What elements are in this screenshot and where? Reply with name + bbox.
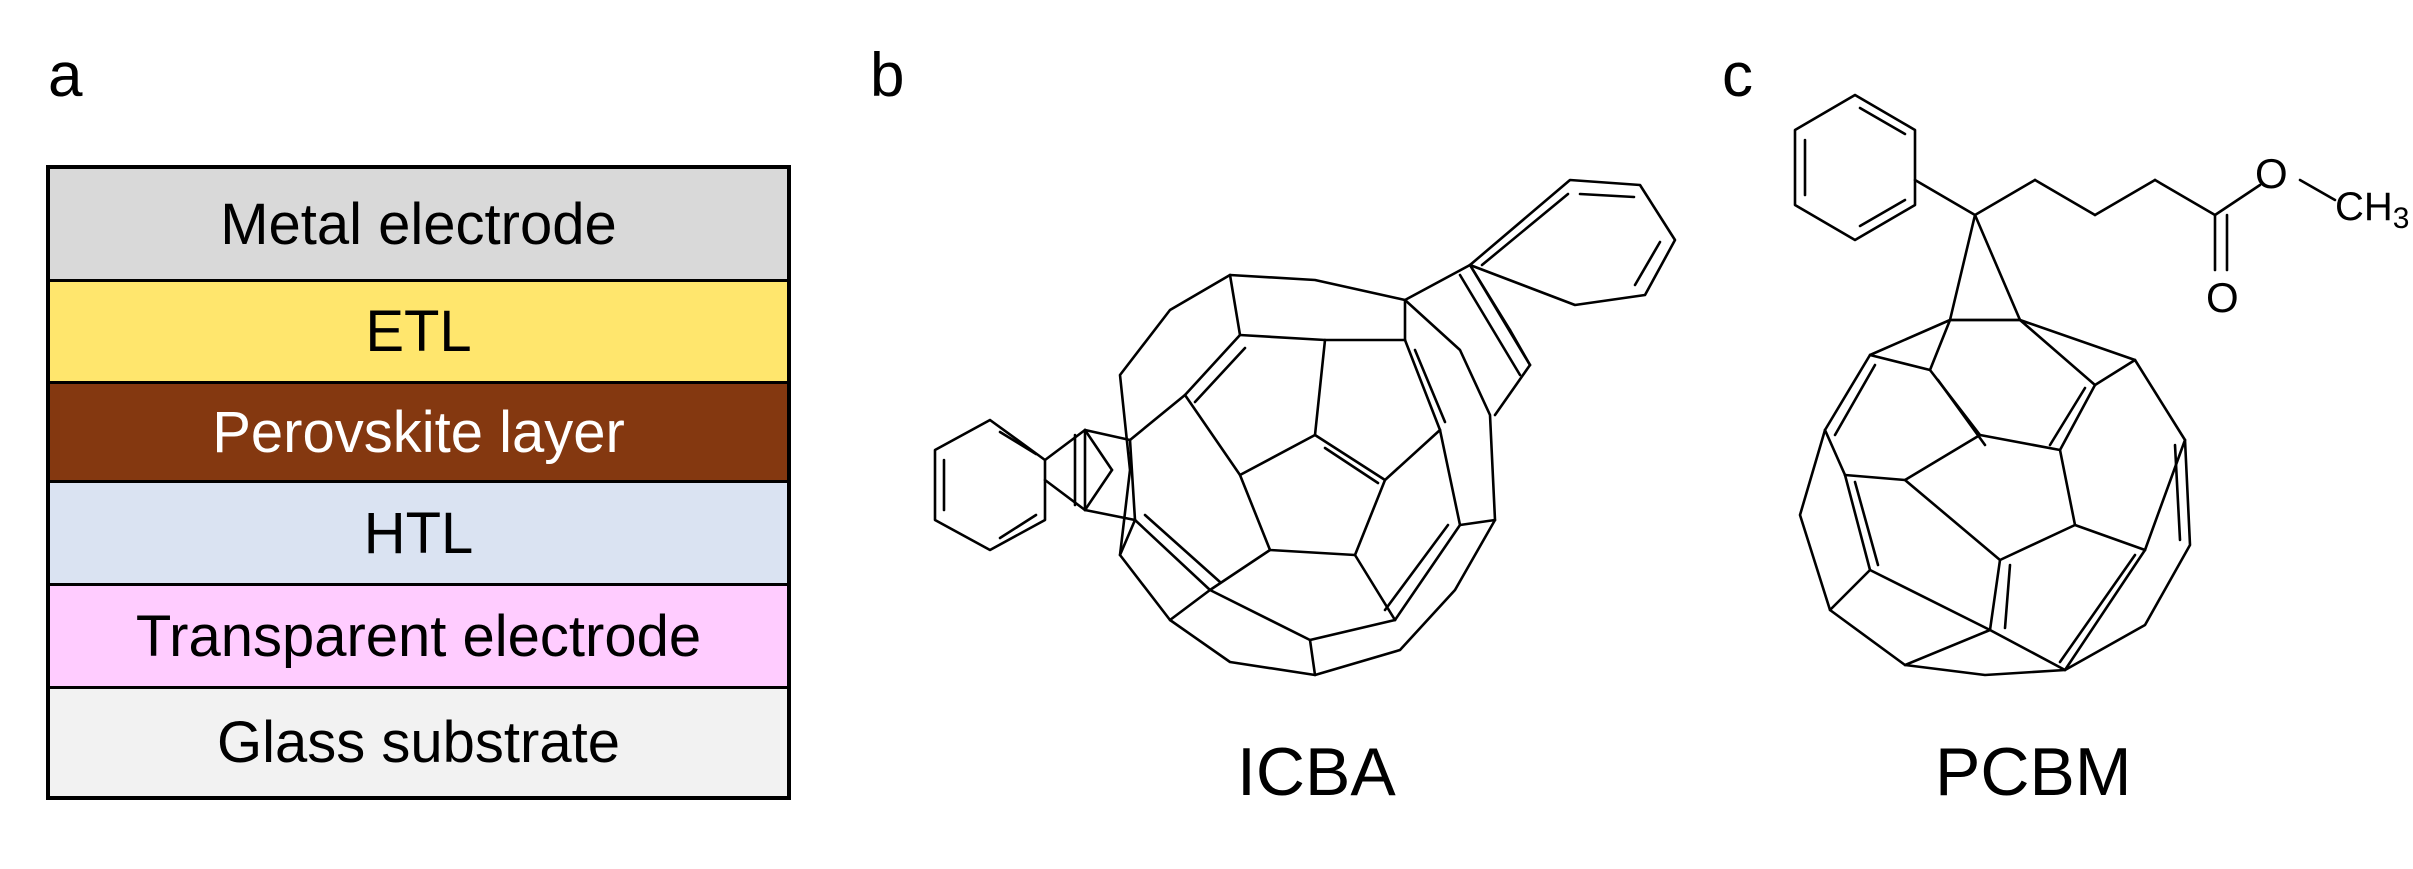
layer-transparent-electrode: Transparent electrode: [50, 586, 787, 689]
device-layer-stack: Metal electrode ETL Perovskite layer HTL…: [46, 165, 791, 800]
layer-label: Perovskite layer: [212, 399, 625, 465]
icba-inner-bonds: [1118, 273, 1497, 677]
pcbm-phenyl-ring: [1793, 93, 1917, 242]
panel-label-c: c: [1722, 41, 1753, 110]
layer-label: ETL: [365, 299, 472, 364]
pcbm-ester-chain: [1913, 178, 2337, 272]
icba-structure: [933, 178, 1677, 677]
pcbm-atom-o1: O: [2255, 150, 2288, 197]
layer-glass-substrate: Glass substrate: [50, 689, 787, 796]
pcbm-name: PCBM: [1935, 734, 2132, 810]
layer-etl: ETL: [50, 282, 787, 384]
pcbm-cage-outline: [1798, 318, 2192, 677]
pcbm-center-pentagon: [1903, 433, 2077, 562]
icba-left-indene: [933, 418, 1137, 552]
pcbm-inner-bonds: [1823, 318, 2187, 672]
icba-right-indene: [1403, 178, 1677, 417]
layer-label: Transparent electrode: [135, 603, 702, 669]
layer-metal-electrode: Metal electrode: [50, 169, 787, 282]
icba-name: ICBA: [1237, 734, 1396, 810]
layer-label: Glass substrate: [217, 710, 620, 775]
pcbm-cyclopropane: [1948, 213, 2022, 322]
layer-label: HTL: [363, 500, 474, 566]
icba-center-pentagon: [1238, 433, 1387, 557]
panel-label-b: b: [870, 41, 905, 110]
icba-cage-outline: [1118, 273, 1497, 677]
pcbm-structure: O O CH3: [1793, 93, 2409, 677]
pcbm-atom-o2: O: [2206, 274, 2239, 321]
pcbm-atom-ch3: CH3: [2335, 185, 2409, 235]
layer-label: Metal electrode: [220, 191, 617, 257]
panel-label-a: a: [48, 41, 83, 110]
layer-htl: HTL: [50, 483, 787, 586]
layer-perovskite: Perovskite layer: [50, 384, 787, 483]
